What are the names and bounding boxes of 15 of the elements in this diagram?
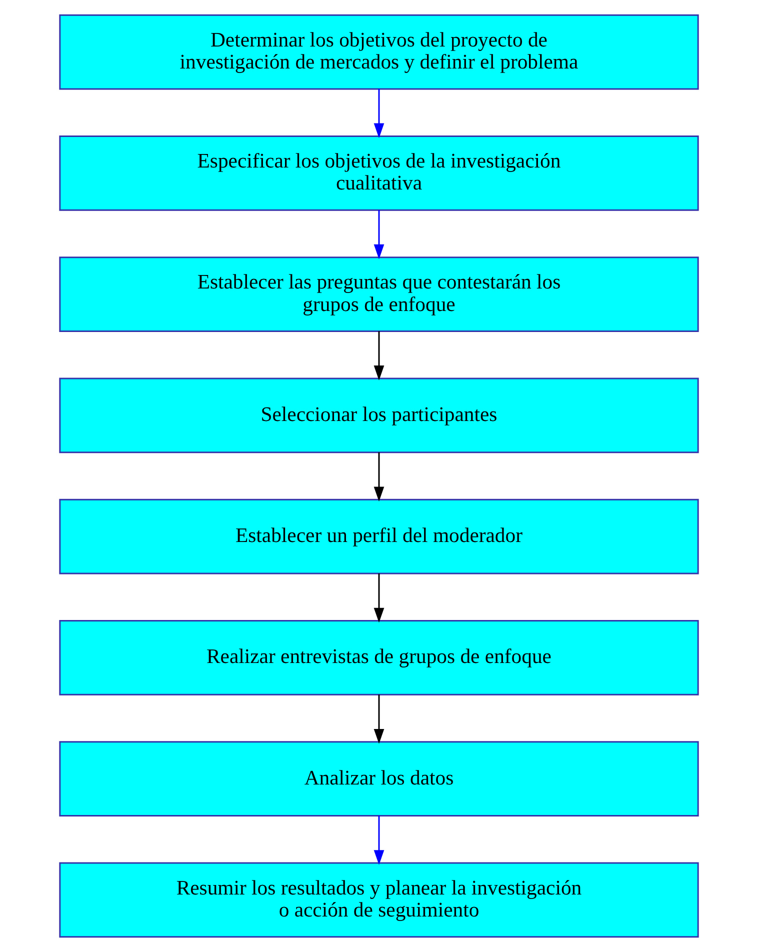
node-box: Resumir los resultados y planear la investigación o acción de seguimiento	[59, 862, 699, 938]
arrow	[374, 452, 384, 501]
arrow	[374, 694, 384, 744]
node-box: Especificar los objetivos de la investigación cualitativa	[59, 134, 699, 210]
node-box: Establecer un perfil del moderador	[59, 498, 699, 574]
node-box: Determinar los objetivos del proyecto de investigación de mercados y definir el problema	[59, 14, 699, 90]
node-box: Realizar entrevistas de grupos de enfoque	[59, 620, 699, 695]
arrow	[374, 573, 384, 622]
arrow	[374, 330, 384, 380]
arrow	[374, 815, 384, 864]
arrow	[374, 210, 384, 259]
arrow	[374, 88, 384, 138]
node-box: Seleccionar los participantes	[59, 377, 699, 453]
node-box: Analizar los datos	[59, 740, 699, 816]
node-box: Establecer las preguntas que contestarán los grupos de enfoque	[59, 256, 699, 332]
